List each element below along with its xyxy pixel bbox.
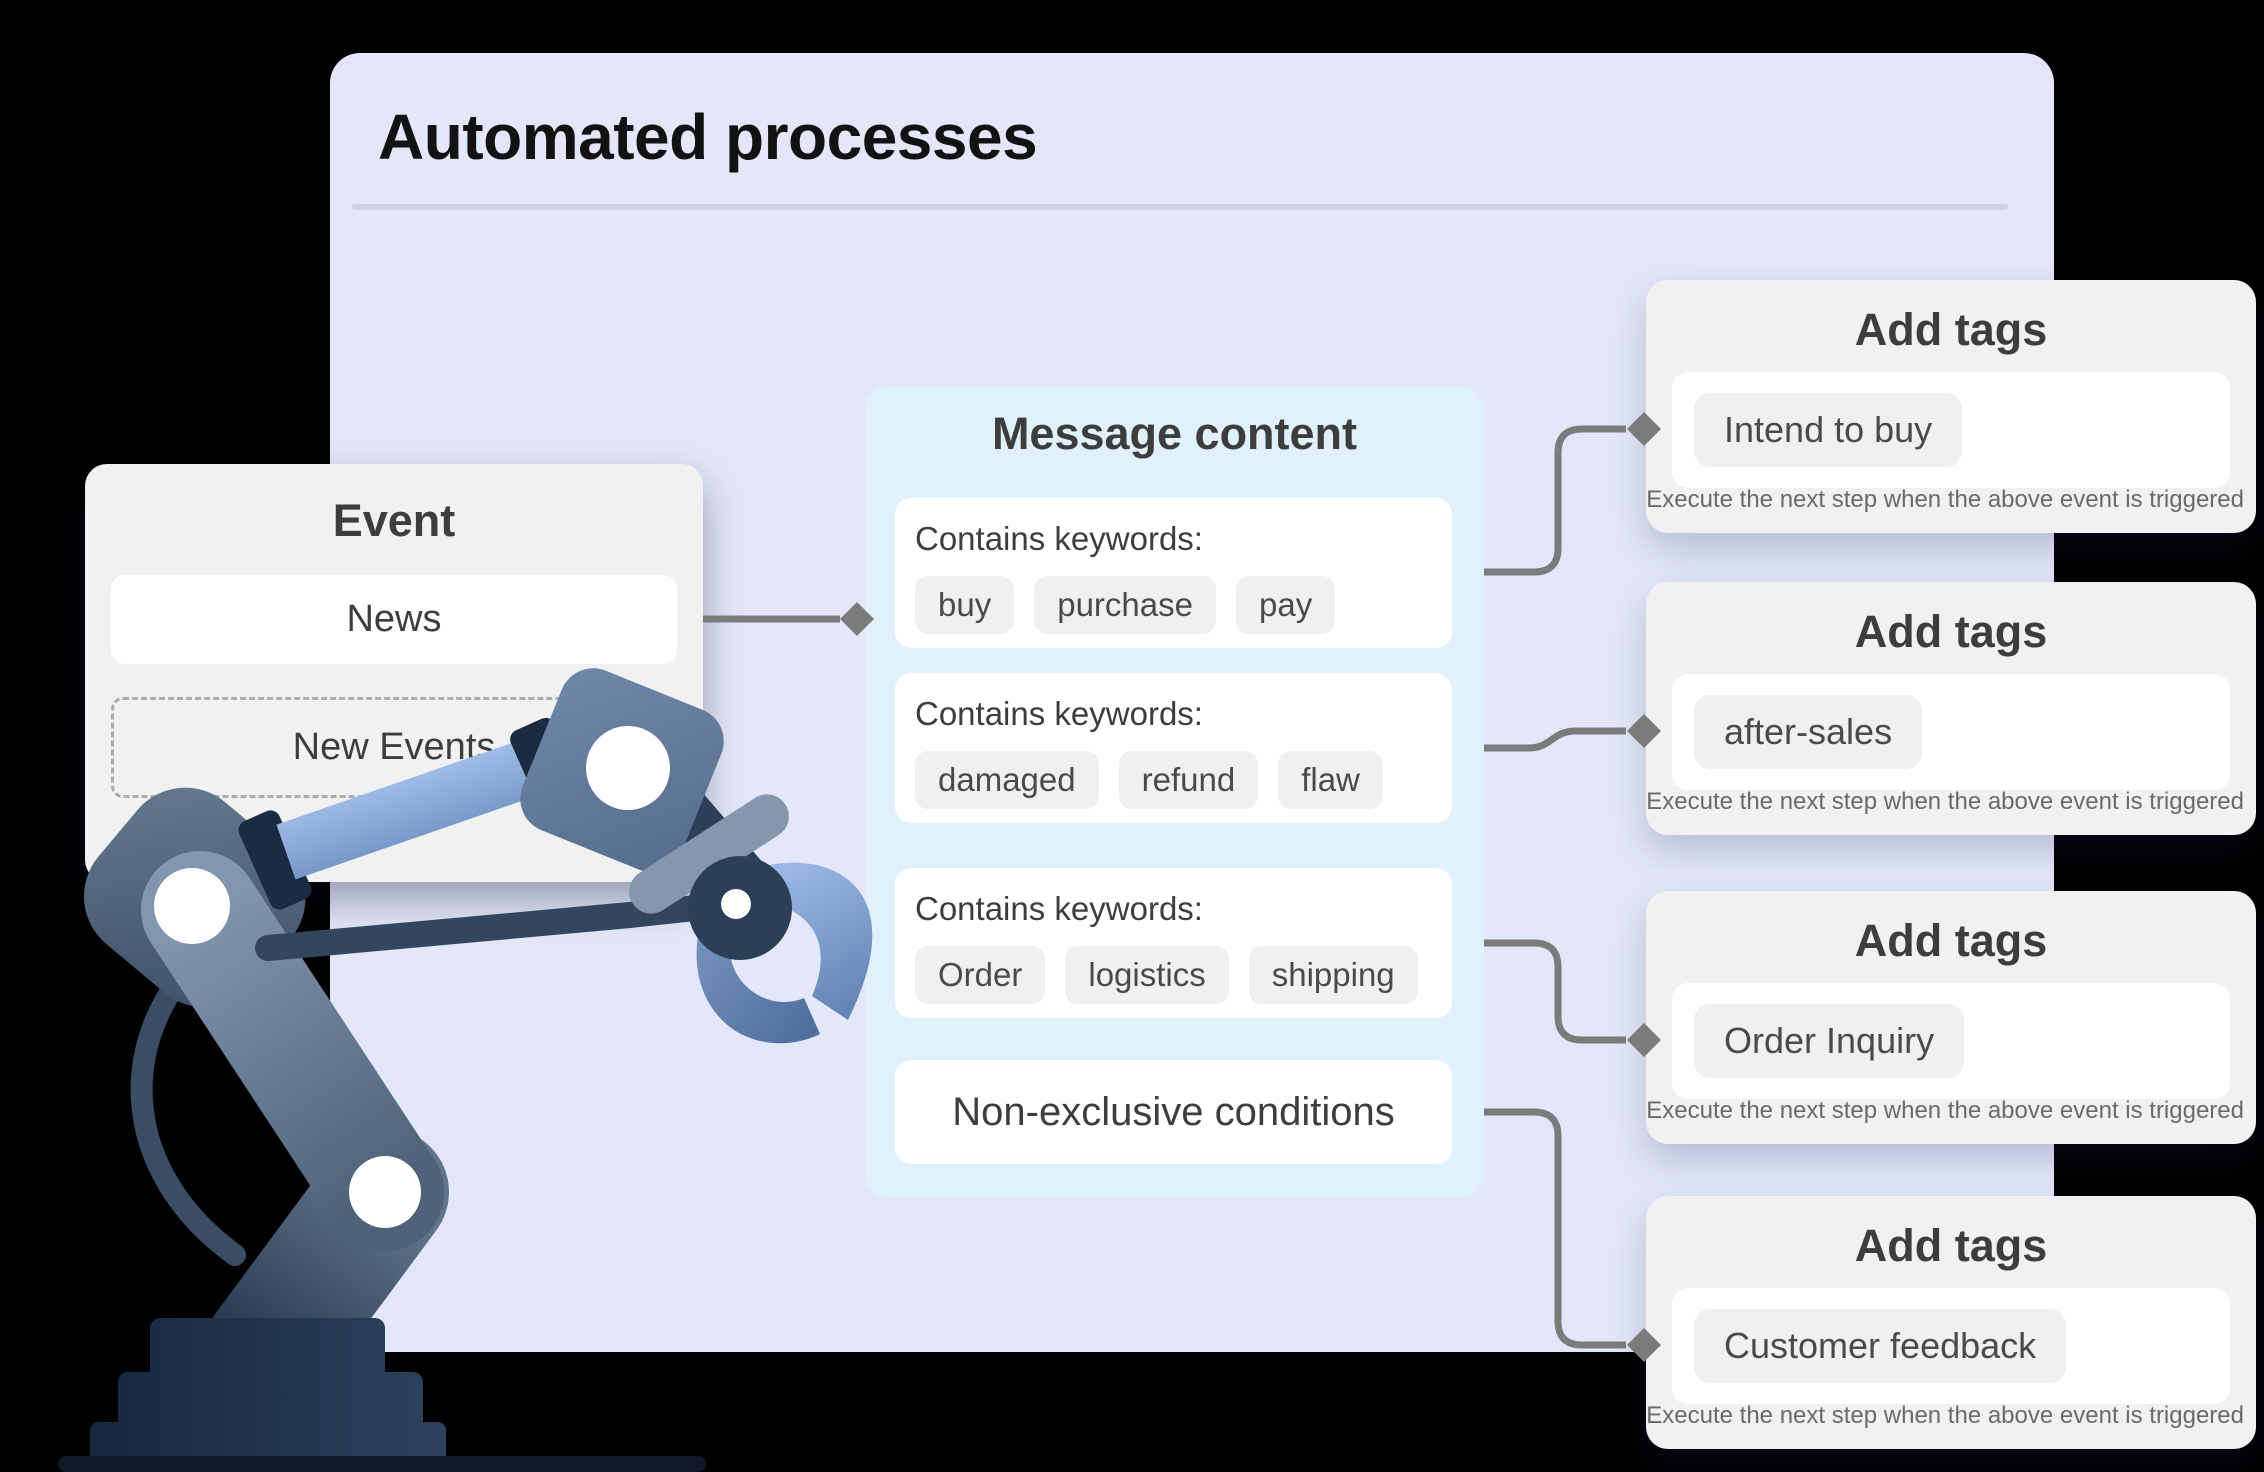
tag-pill[interactable]: Intend to buy bbox=[1694, 393, 1963, 467]
keyword-pill-row: buy purchase pay bbox=[915, 576, 1452, 634]
add-tags-card: Add tags Customer feedback Execute the n… bbox=[1646, 1196, 2256, 1449]
tag-box[interactable]: Order Inquiry bbox=[1672, 983, 2230, 1099]
add-tags-title: Add tags bbox=[1854, 606, 2048, 657]
event-card-title: Event bbox=[332, 495, 456, 546]
keyword-pill[interactable]: Order bbox=[915, 946, 1046, 1004]
event-card: Event News New Events bbox=[85, 464, 703, 882]
add-tags-title: Add tags bbox=[1854, 915, 2048, 966]
trigger-note: Execute the next step when the above eve… bbox=[1646, 1402, 2244, 1429]
keyword-pill-row: Order logistics shipping bbox=[915, 946, 1452, 1004]
keyword-box-label: Contains keywords: bbox=[915, 695, 1203, 732]
page-title: Automated processes bbox=[378, 101, 1038, 173]
tag-box[interactable]: after-sales bbox=[1672, 674, 2230, 790]
add-tags-title: Add tags bbox=[1854, 304, 2048, 355]
keyword-pill[interactable]: flaw bbox=[1278, 751, 1383, 809]
message-content-panel: Message content Contains keywords: buy p… bbox=[865, 386, 1484, 1198]
tag-pill[interactable]: after-sales bbox=[1694, 695, 1923, 769]
title-divider bbox=[352, 204, 2008, 210]
trigger-note: Execute the next step when the above eve… bbox=[1646, 788, 2244, 815]
robot-base-bottom bbox=[90, 1422, 446, 1472]
keyword-box[interactable]: Contains keywords: Order logistics shipp… bbox=[895, 868, 1452, 1018]
add-tags-card: Add tags Intend to buy Execute the next … bbox=[1646, 280, 2256, 533]
trigger-note: Execute the next step when the above eve… bbox=[1646, 486, 2244, 513]
tag-box[interactable]: Customer feedback bbox=[1672, 1288, 2230, 1404]
keyword-box-label: Contains keywords: bbox=[915, 520, 1203, 557]
keyword-pill[interactable]: shipping bbox=[1248, 946, 1418, 1004]
event-item-news[interactable]: News bbox=[111, 575, 677, 664]
keyword-pill[interactable]: buy bbox=[915, 576, 1015, 634]
non-exclusive-conditions-box[interactable]: Non-exclusive conditions bbox=[895, 1060, 1452, 1164]
keyword-pill[interactable]: purchase bbox=[1034, 576, 1216, 634]
add-tags-card: Add tags Order Inquiry Execute the next … bbox=[1646, 891, 2256, 1144]
add-tags-card: Add tags after-sales Execute the next st… bbox=[1646, 582, 2256, 835]
robot-floor-strip bbox=[58, 1456, 706, 1472]
keyword-pill[interactable]: refund bbox=[1118, 751, 1259, 809]
robot-cable bbox=[130, 949, 246, 1266]
keyword-pill[interactable]: logistics bbox=[1065, 946, 1229, 1004]
keyword-box-label: Contains keywords: bbox=[915, 890, 1203, 927]
tag-pill[interactable]: Customer feedback bbox=[1694, 1309, 2067, 1383]
robot-base-mid bbox=[118, 1372, 423, 1430]
event-item-new-events[interactable]: New Events bbox=[111, 697, 677, 798]
message-panel-title: Message content bbox=[991, 408, 1358, 459]
add-tags-title: Add tags bbox=[1854, 1220, 2048, 1271]
keyword-pill-row: damaged refund flaw bbox=[915, 751, 1452, 809]
keyword-box[interactable]: Contains keywords: damaged refund flaw bbox=[895, 673, 1452, 823]
keyword-box[interactable]: Contains keywords: buy purchase pay bbox=[895, 498, 1452, 648]
tag-box[interactable]: Intend to buy bbox=[1672, 372, 2230, 488]
trigger-note: Execute the next step when the above eve… bbox=[1646, 1097, 2244, 1124]
tag-pill[interactable]: Order Inquiry bbox=[1694, 1004, 1965, 1078]
keyword-pill[interactable]: pay bbox=[1235, 576, 1336, 634]
keyword-pill[interactable]: damaged bbox=[915, 751, 1099, 809]
